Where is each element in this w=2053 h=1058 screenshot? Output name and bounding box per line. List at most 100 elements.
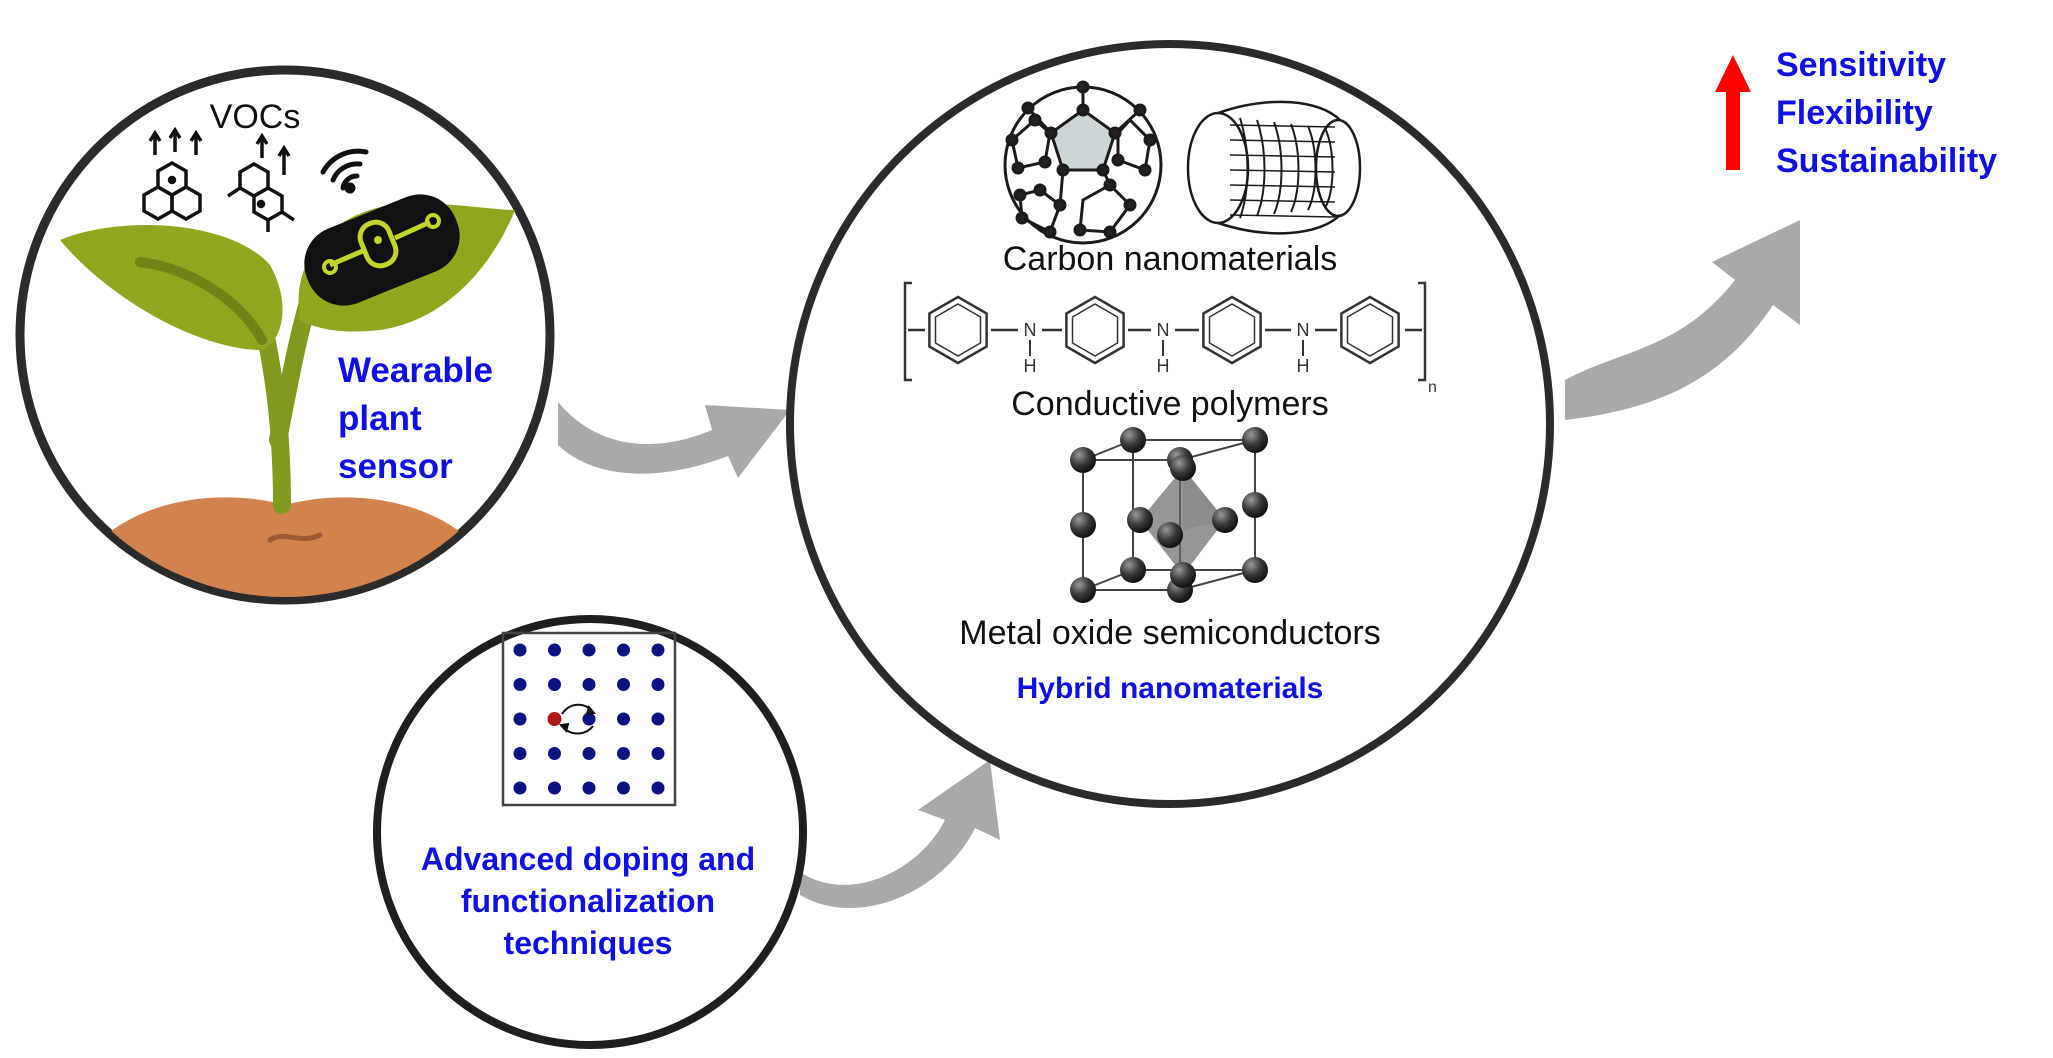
carbon-atom [1013,188,1027,202]
carbon-atom [1073,223,1087,237]
polymer-subscript: n [1428,379,1437,396]
polymer-atom-h1: H [1024,356,1037,376]
carbon-atom [1011,161,1025,175]
lattice-atom [651,643,665,657]
lattice-atom [548,678,561,691]
sensor-chip-icon [304,194,460,306]
carbon-atom [1028,113,1042,127]
lattice-frame [501,631,677,807]
oxide-label: Metal oxide semiconductors [959,614,1380,652]
lattice-ion [1212,507,1238,533]
carbon-atom [1138,163,1152,177]
polymer-atom-n1: N [1024,320,1037,340]
up-arrow-icon [1715,55,1751,170]
carbon-atom [1005,133,1019,147]
lattice-atom [548,747,561,760]
lattice-atom [548,781,561,795]
carbon-atom [1038,155,1052,169]
outcome-sensitivity: Sensitivity [1776,46,1946,84]
lattice-atom [582,643,596,657]
lattice-ion [1242,427,1268,453]
lattice-ion [1127,507,1153,533]
carbon-atom [1056,163,1070,177]
nanotube-line [1307,125,1317,211]
benzene-ring [1340,295,1400,365]
carbon-atom [1103,178,1117,192]
lattice-atom [617,781,630,795]
lattice-atom [582,781,596,795]
nanotube-line [1290,123,1300,213]
carbon-atom [1015,211,1029,225]
dopant-atom [547,712,562,726]
carbon-atom [1133,103,1147,117]
fullerene-icon [1003,80,1163,245]
nanotube-line [1239,117,1249,219]
lattice-ion [1120,557,1146,583]
lattice-atom [513,712,527,726]
benzene-inner-ring [1071,303,1119,357]
lattice-ion [1120,427,1146,453]
lattice-ion [1170,455,1196,481]
carbon-atom [1108,126,1122,140]
doping-title-line-1: Advanced doping and [421,841,755,877]
lattice-atom [651,678,665,691]
lattice-atom [582,712,596,726]
lattice-atom [651,712,665,726]
lattice-ion [1070,512,1096,538]
nanotube-line [1229,214,1336,218]
lattice-ion [1242,557,1268,583]
doping-title-line-2: functionalization [461,883,715,919]
crystal-lattice-icon [1070,427,1268,603]
lattice-atom [513,643,527,657]
materials-panel: Carbon nanomaterials N H N H N H n Condu… [786,40,1554,808]
voc-molecule-icon [227,132,295,232]
carbon-atom [1044,126,1058,140]
lattice-atom [513,678,527,691]
flow-arrow-materials-to-outcomes [1565,220,1800,420]
polymer-atom-n3: N [1297,320,1310,340]
lattice-atom [617,678,630,691]
carbon-atom [1076,80,1090,94]
outcomes-block: Sensitivity Flexibility Sustainability [1715,46,1997,180]
carbon-label: Carbon nanomaterials [1003,240,1338,278]
voc-molecule-icon [142,126,203,222]
nanotube-line [1229,139,1336,143]
carbon-atom [1021,101,1035,115]
lattice-atom [582,747,596,760]
nanotube-line [1229,184,1336,188]
nanotube-line [1256,119,1266,217]
lattice-atom [548,643,561,657]
carbon-atom [1103,225,1117,239]
polymer-atom-h2: H [1157,356,1170,376]
carbon-atom [1096,163,1110,177]
wifi-signal-icon [320,148,369,194]
lattice-atom [513,747,527,760]
carbon-atom [1043,225,1057,239]
soil-mound [100,497,470,597]
nanotube-line [1273,121,1283,215]
lattice-atom [617,747,630,760]
benzene-ring [1065,295,1125,365]
polymer-label: Conductive polymers [1011,385,1328,423]
polyaniline-structure-icon [903,281,1427,382]
vocs-label: VOCs [210,98,301,136]
lattice-ion [1242,492,1268,518]
doping-title-line-3: techniques [504,925,673,961]
benzene-inner-ring [934,303,982,357]
benzene-ring [1202,295,1262,365]
carbon-atom [1033,183,1047,197]
lattice-atom [617,643,630,657]
nanotube-line [1229,154,1336,158]
benzene-inner-ring [1346,303,1394,357]
lattice-atom [513,781,527,795]
plant-title-line-3: sensor [338,447,453,486]
nanotube-line [1229,199,1336,203]
benzene-inner-ring [1208,303,1256,357]
polymer-atom-n2: N [1157,320,1170,340]
nanotube-icon [1186,100,1362,235]
hybrid-label: Hybrid nanomaterials [1017,672,1324,705]
doping-lattice-icon [513,643,665,795]
polymer-atom-h3: H [1297,356,1310,376]
carbon-atom [1053,198,1067,212]
